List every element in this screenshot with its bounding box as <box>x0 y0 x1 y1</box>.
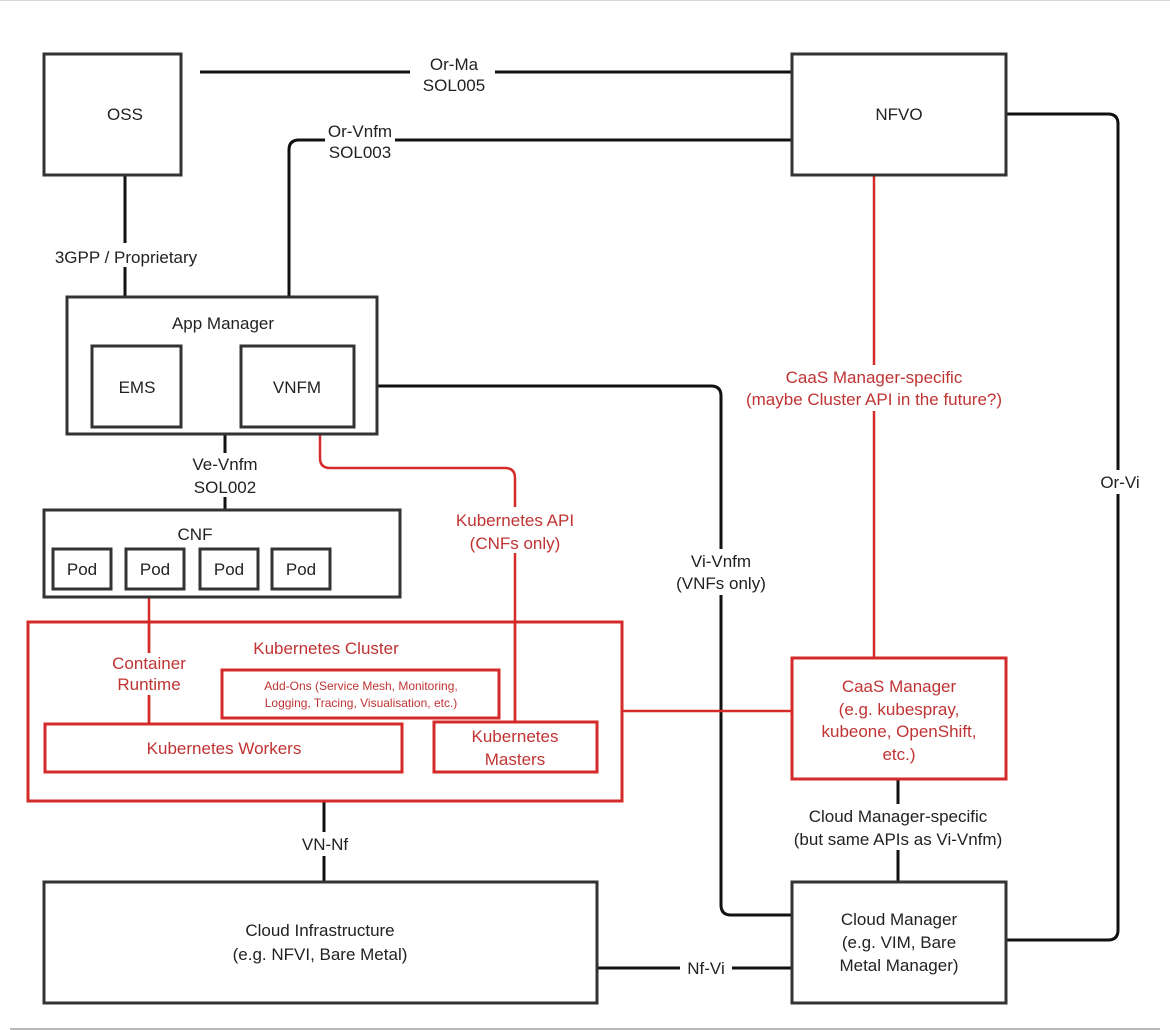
pod-box[interactable] <box>124 547 186 591</box>
vnfm-label: VNFM <box>273 378 321 397</box>
app-manager-label: App Manager <box>172 314 274 333</box>
vi-vnfm-label-bg <box>666 549 776 595</box>
kubernetes-masters-box[interactable] <box>432 720 599 774</box>
nfvo-label: NFVO <box>875 105 922 124</box>
addons-label-2: Logging, Tracing, Visualisation, etc.) <box>265 696 458 710</box>
pod-list: Pod Pod Pod Pod <box>51 547 332 591</box>
caas-manager-box[interactable] <box>790 656 1008 781</box>
cloud-specific-label-2: (but same APIs as Vi-Vnfm) <box>794 830 1002 849</box>
or-ma-label-2: SOL005 <box>423 76 485 95</box>
ems-label: EMS <box>119 378 156 397</box>
cloud-manager-label-2: (e.g. VIM, Bare <box>842 933 956 952</box>
vn-nf-label-bg <box>294 832 356 856</box>
pod-box[interactable] <box>51 547 113 591</box>
edge-vi-vnfm <box>354 384 792 917</box>
cloud-manager-label-3: Metal Manager) <box>839 956 958 975</box>
caas-specific-label-bg <box>738 365 1020 411</box>
caas-manager-label-2: (e.g. kubespray, <box>839 700 960 719</box>
pod-label: Pod <box>67 560 97 579</box>
caas-specific-label-2: (maybe Cluster API in the future?) <box>746 390 1002 409</box>
cnf-label: CNF <box>178 525 213 544</box>
container-runtime-label-2: Runtime <box>117 675 180 694</box>
caas-specific-label-1: CaaS Manager-specific <box>786 368 963 387</box>
caas-manager-label-1: CaaS Manager <box>842 677 957 696</box>
cloud-manager-label-1: Cloud Manager <box>841 910 958 929</box>
or-vi-label-bg <box>1094 470 1146 494</box>
kubernetes-masters-label-1: Kubernetes <box>472 727 559 746</box>
nf-vi-label-bg <box>680 956 732 980</box>
addons-label-1: Add-Ons (Service Mesh, Monitoring, <box>264 679 457 693</box>
cloud-infrastructure-box[interactable] <box>42 880 599 1005</box>
or-ma-label-1: Or-Ma <box>430 55 479 74</box>
kubernetes-api-label-1: Kubernetes API <box>456 511 574 530</box>
kubernetes-workers-box[interactable] <box>43 722 404 774</box>
top-border <box>0 0 1170 1</box>
kubernetes-cluster-label: Kubernetes Cluster <box>253 639 399 658</box>
pod-label: Pod <box>140 560 170 579</box>
kubernetes-masters-label-2: Masters <box>485 750 545 769</box>
pod-label: Pod <box>214 560 244 579</box>
vn-nf-label: VN-Nf <box>302 835 349 854</box>
pod-box[interactable] <box>270 547 332 591</box>
vnfm-box[interactable] <box>239 344 356 429</box>
or-vnfm-label-bg <box>325 122 395 164</box>
3gpp-label: 3GPP / Proprietary <box>55 248 198 267</box>
nfvo-box[interactable] <box>790 52 1008 177</box>
or-vnfm-label-2: SOL003 <box>329 143 391 162</box>
ve-vnfm-label-1: Ve-Vnfm <box>192 455 257 474</box>
or-ma-label-bg <box>410 54 495 96</box>
3gpp-label-bg <box>40 243 212 267</box>
ems-box[interactable] <box>90 344 183 429</box>
oss-label: OSS <box>107 105 143 124</box>
cloud-infrastructure-label-2: (e.g. NFVI, Bare Metal) <box>233 945 408 964</box>
kubernetes-workers-label: Kubernetes Workers <box>147 739 302 758</box>
cloud-specific-label-1: Cloud Manager-specific <box>809 807 988 826</box>
addons-box[interactable] <box>220 668 501 720</box>
edge-or-vi <box>1006 112 1120 942</box>
kubernetes-api-label-bg <box>445 507 585 553</box>
kubernetes-cluster-box[interactable] <box>26 620 624 803</box>
oss-box[interactable] <box>42 52 183 177</box>
kubernetes-api-label-2: (CNFs only) <box>470 534 561 553</box>
bottom-border <box>10 1028 1160 1030</box>
vi-vnfm-label-1: Vi-Vnfm <box>691 552 751 571</box>
edge-or-vnfm <box>287 138 792 297</box>
vi-vnfm-label-2: (VNFs only) <box>676 574 766 593</box>
pod-label: Pod <box>286 560 316 579</box>
nf-vi-label: Nf-Vi <box>687 959 724 978</box>
edge-kubernetes-api <box>318 427 517 722</box>
cloud-infrastructure-label-1: Cloud Infrastructure <box>245 921 394 940</box>
ve-vnfm-label-2: SOL002 <box>194 478 256 497</box>
cloud-specific-label-bg <box>770 804 1026 850</box>
pod-box[interactable] <box>198 547 260 591</box>
cloud-manager-box[interactable] <box>790 880 1008 1005</box>
ve-vnfm-label-bg <box>180 453 270 497</box>
caas-manager-label-4: etc.) <box>882 745 915 764</box>
container-runtime-label-1: Container <box>112 654 186 673</box>
or-vnfm-label-1: Or-Vnfm <box>328 122 392 141</box>
caas-manager-label-3: kubeone, OpenShift, <box>821 722 976 741</box>
or-vi-label: Or-Vi <box>1100 473 1139 492</box>
container-runtime-label-bg <box>104 653 194 695</box>
